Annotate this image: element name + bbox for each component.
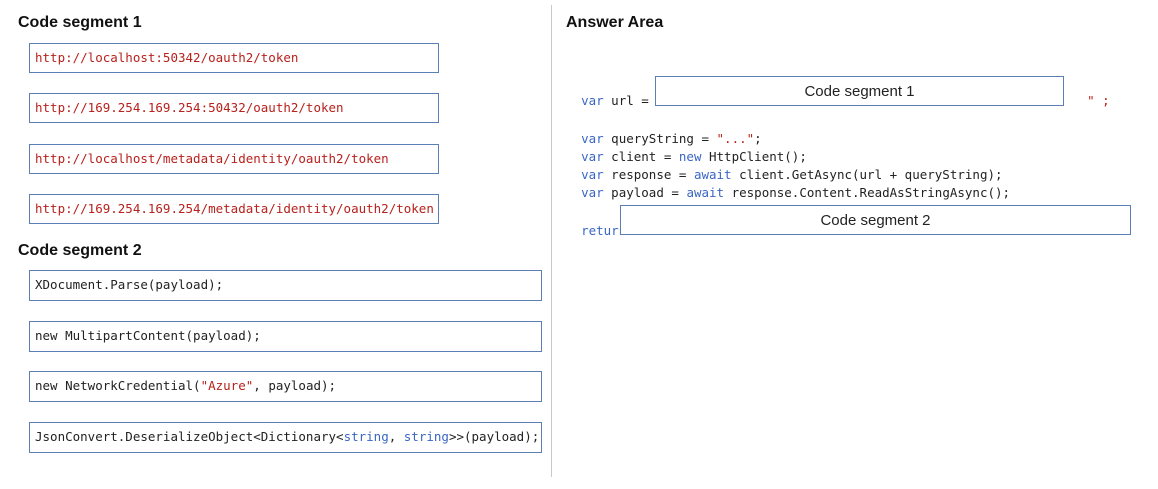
code-text: queryString = <box>603 130 717 146</box>
url-declaration: var url = " <box>566 82 664 107</box>
segment2-option-multipart-content[interactable]: new MultipartContent(payload); <box>29 321 542 352</box>
code-keyword: new <box>678 148 702 164</box>
segment2-option-network-credential[interactable]: new NetworkCredential("Azure", payload); <box>29 371 542 402</box>
code-line-response: var response = await client.GetAsync(url… <box>566 156 1003 182</box>
code-keyword: return <box>581 222 627 238</box>
code-line-client: var client = new HttpClient(); <box>566 138 807 163</box>
code-keyword: await <box>686 184 725 200</box>
segment2-option-json-deserialize[interactable]: JsonConvert.DeserializeObject<Dictionary… <box>29 422 542 453</box>
segment2-option-xdocument-parse[interactable]: XDocument.Parse(payload); <box>29 270 542 301</box>
segment1-option-localhost-metadata[interactable]: http://localhost/metadata/identity/oauth… <box>29 144 439 174</box>
code-keyword: var <box>581 148 604 164</box>
code-keyword: var <box>581 166 604 182</box>
answer-area-heading: Answer Area <box>566 14 664 31</box>
option-text: XDocument.Parse(payload); <box>35 277 224 293</box>
code-text: response = <box>603 166 694 182</box>
code-close-quote: " ; <box>1087 92 1110 108</box>
code-keyword: var <box>581 130 604 146</box>
option-text-pre: new NetworkCredential( <box>35 378 201 394</box>
segment1-option-imds-port-50432[interactable]: http://169.254.169.254:50432/oauth2/toke… <box>29 93 439 123</box>
option-text-keyword: string <box>403 429 449 445</box>
code-text: url = <box>603 92 657 108</box>
code-text: client.GetAsync(url + queryString); <box>731 166 1003 182</box>
code-line-querystring: var queryString = "..."; <box>566 120 762 145</box>
option-text-keyword: string <box>343 429 389 445</box>
return-statement: return <box>566 212 626 237</box>
code-text: HttpClient(); <box>701 148 807 164</box>
code-segment-2-heading: Code segment 2 <box>18 242 142 259</box>
option-text: http://localhost:50342/oauth2/token <box>35 49 299 65</box>
code-string: "..." <box>716 130 755 146</box>
code-text: ; <box>754 130 762 146</box>
option-text: http://localhost/metadata/identity/oauth… <box>35 150 389 166</box>
code-text: client = <box>603 148 679 164</box>
code-keyword: var <box>581 92 604 108</box>
code-text: response.Content.ReadAsStringAsync(); <box>724 184 1011 200</box>
option-text-post: , payload); <box>253 378 337 394</box>
answer-drop-target-1[interactable]: Code segment 1 <box>655 76 1064 106</box>
segment1-option-imds-metadata[interactable]: http://169.254.169.254/metadata/identity… <box>29 194 439 224</box>
code-text: payload = <box>603 184 687 200</box>
option-text-post: >>(payload); <box>448 429 540 445</box>
code-line-payload: var payload = await response.Content.Rea… <box>566 174 1010 199</box>
option-text: new MultipartContent(payload); <box>35 328 261 344</box>
code-keyword: await <box>693 166 732 182</box>
answer-drop-target-2[interactable]: Code segment 2 <box>620 205 1131 235</box>
option-text-string: "Azure" <box>200 378 254 394</box>
drop-target-label: Code segment 2 <box>820 211 931 229</box>
option-text-pre: JsonConvert.DeserializeObject<Dictionary… <box>35 429 344 445</box>
drop-target-label: Code segment 1 <box>804 82 915 100</box>
panel-divider <box>551 5 552 477</box>
url-declaration-close: " ; <box>1072 82 1110 107</box>
option-text-mid: , <box>388 429 404 445</box>
option-text: http://169.254.169.254/metadata/identity… <box>35 200 434 216</box>
option-text: http://169.254.169.254:50432/oauth2/toke… <box>35 99 344 115</box>
code-segment-1-heading: Code segment 1 <box>18 14 142 31</box>
segment1-option-localhost-50342[interactable]: http://localhost:50342/oauth2/token <box>29 43 439 73</box>
code-keyword: var <box>581 184 604 200</box>
